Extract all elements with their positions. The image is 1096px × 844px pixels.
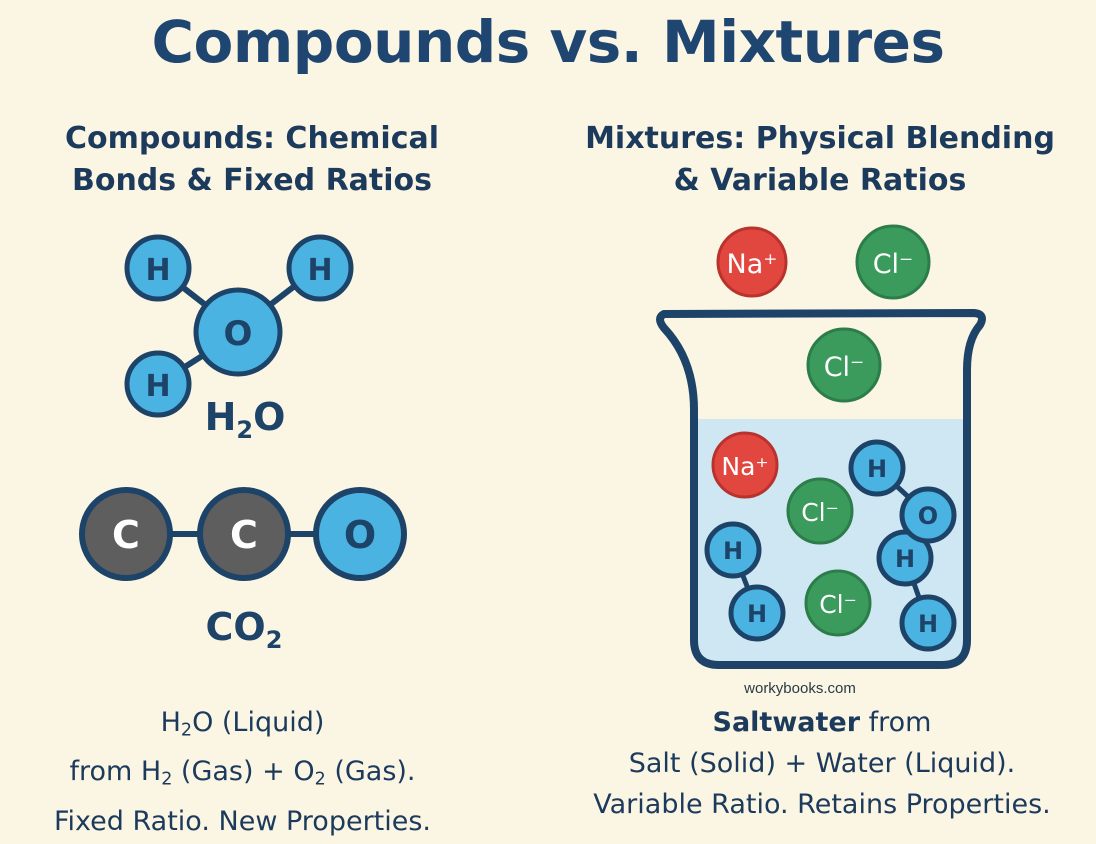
- compounds-heading-line1: Compounds: Chemical: [64, 121, 440, 156]
- sodium-ion-icon: Na⁺: [711, 431, 779, 499]
- water-formula-label: H2O: [205, 395, 286, 444]
- svg-text:H: H: [867, 455, 887, 483]
- svg-text:C: C: [112, 513, 140, 557]
- hydrogen-atom-icon: H: [124, 234, 192, 302]
- hydrogen-atom-icon: H: [124, 350, 192, 418]
- svg-text:O: O: [344, 513, 376, 557]
- svg-text:Cl⁻: Cl⁻: [801, 498, 839, 527]
- chloride-ion-icon: Cl⁻: [804, 569, 872, 637]
- page-title: Compounds vs. Mixtures: [151, 8, 945, 76]
- hydrogen-atom-icon: H: [848, 439, 906, 497]
- svg-text:H: H: [747, 600, 767, 628]
- hydrogen-atom-icon: H: [286, 234, 354, 302]
- co2-molecule-diagram: C C O CO2: [79, 487, 407, 654]
- hydrogen-atom-icon: H: [899, 594, 957, 652]
- carbon-atom-icon: C: [79, 487, 173, 581]
- oxygen-atom-icon: O: [193, 287, 283, 377]
- water-molecule-diagram: H H O H H2O: [124, 234, 354, 444]
- watermark-link: workybooks.com: [744, 680, 856, 697]
- svg-text:Cl⁻: Cl⁻: [819, 590, 857, 619]
- mixtures-caption-line1: Saltwater from: [712, 707, 932, 738]
- svg-text:C: C: [230, 513, 258, 557]
- oxygen-atom-icon: O: [313, 487, 407, 581]
- hydrogen-atom-icon: H: [704, 521, 762, 579]
- svg-text:Cl⁻: Cl⁻: [824, 352, 865, 383]
- svg-text:H: H: [918, 610, 938, 638]
- svg-text:H: H: [145, 369, 170, 404]
- compounds-caption: H2O (Liquid) from H2 (Gas) + O2 (Gas). F…: [0, 702, 485, 842]
- compounds-caption-line3: Fixed Ratio. New Properties.: [53, 805, 432, 837]
- svg-text:O: O: [918, 502, 938, 530]
- compounds-heading: Compounds: Chemical Bonds & Fixed Ratios: [0, 118, 512, 202]
- mixtures-caption-line3: Variable Ratio. Retains Properties.: [593, 789, 1051, 820]
- sodium-ion-icon: Na⁺: [716, 226, 788, 298]
- chloride-ion-icon: Cl⁻: [806, 327, 882, 403]
- mixtures-heading-line1: Mixtures: Physical Blending: [585, 121, 1055, 156]
- water-chain-diagram: H H O H: [848, 439, 957, 652]
- svg-text:Na⁺: Na⁺: [727, 249, 778, 280]
- compounds-heading-line2: Bonds & Fixed Ratios: [71, 163, 433, 198]
- mixtures-heading-line2: & Variable Ratios: [673, 163, 967, 198]
- svg-text:H: H: [723, 537, 743, 565]
- svg-text:H: H: [895, 545, 915, 573]
- svg-text:H: H: [307, 253, 332, 288]
- svg-text:Cl⁻: Cl⁻: [873, 249, 914, 280]
- hydrogen-atom-icon: H: [876, 529, 934, 587]
- mixtures-caption: Saltwater from Salt (Solid) + Water (Liq…: [548, 702, 1096, 825]
- svg-text:O: O: [224, 314, 253, 354]
- compounds-caption-line1: H2O (Liquid): [160, 707, 325, 741]
- co2-formula-label: CO2: [206, 605, 283, 654]
- oxygen-atom-icon: O: [899, 486, 957, 544]
- carbon-atom-icon: C: [197, 487, 291, 581]
- chloride-ion-icon: Cl⁻: [786, 477, 854, 545]
- svg-text:H: H: [145, 253, 170, 288]
- hydrogen-pair-diagram: H H: [704, 521, 786, 642]
- svg-text:Na⁺: Na⁺: [721, 452, 768, 481]
- hydrogen-atom-icon: H: [728, 584, 786, 642]
- chloride-ion-icon: Cl⁻: [855, 224, 931, 300]
- compounds-caption-line2: from H2 (Gas) + O2 (Gas).: [69, 756, 416, 790]
- mixtures-caption-line2: Salt (Solid) + Water (Liquid).: [628, 748, 1016, 779]
- mixtures-heading: Mixtures: Physical Blending & Variable R…: [560, 118, 1080, 202]
